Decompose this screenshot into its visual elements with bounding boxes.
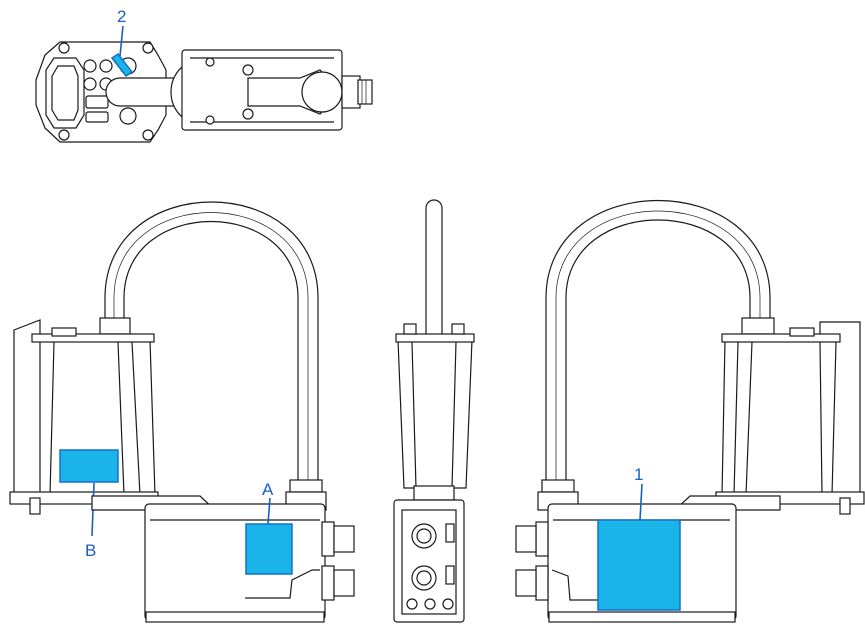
highlight-2: [110, 52, 134, 78]
right-side-view: 1: [515, 199, 865, 623]
highlight-b: [59, 449, 119, 483]
highlight-a: [245, 523, 293, 575]
front-view: [393, 199, 475, 623]
highlight-1: [597, 519, 681, 611]
top-view: 2: [35, 7, 373, 143]
callout-label-1: 1: [634, 465, 643, 484]
left-side-view: B A: [9, 201, 355, 623]
callout-label-2: 2: [117, 7, 126, 26]
callout-label-b: B: [85, 541, 96, 560]
callout-label-a: A: [262, 480, 274, 499]
